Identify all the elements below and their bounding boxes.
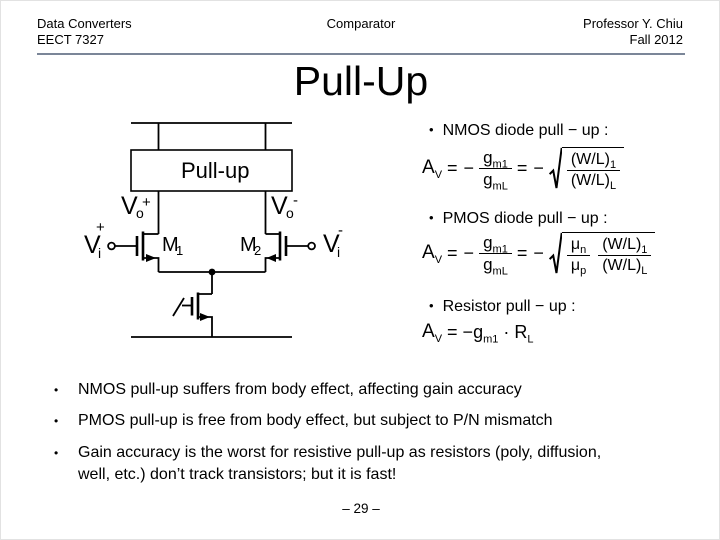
svg-text:-: - bbox=[338, 222, 343, 239]
bullet-icon: • bbox=[429, 122, 434, 137]
svg-text:1: 1 bbox=[176, 243, 183, 258]
svg-text:2: 2 bbox=[254, 243, 261, 258]
svg-text:+: + bbox=[142, 194, 151, 211]
equation-nmos: AV = − gm1 gmL = − (W/L)1 (W/L)L bbox=[422, 147, 625, 192]
svg-text:o: o bbox=[286, 205, 294, 221]
circuit-diagram: Pull-up V o + V o - V i + V i - M 1 M 2 bbox=[84, 122, 343, 338]
radical-icon bbox=[549, 232, 562, 275]
list-item: • Gain accuracy is the worst for resisti… bbox=[37, 442, 685, 486]
header-left: Data Converters EECT 7327 bbox=[37, 16, 132, 47]
circuit-labels: Pull-up V o + V o - V i + V i - M 1 M 2 bbox=[84, 158, 343, 261]
page-number: – 29 – bbox=[342, 501, 380, 516]
source-node-dot bbox=[208, 268, 216, 276]
svg-text:+: + bbox=[96, 219, 105, 236]
sqrt-expression: μn μp (W/L)1 (W/L)L bbox=[549, 232, 656, 277]
course-code: EECT 7327 bbox=[37, 31, 104, 47]
sqrt-expression: (W/L)1 (W/L)L bbox=[549, 147, 625, 192]
header-rule bbox=[37, 53, 685, 55]
bullet-icon: • bbox=[54, 446, 59, 460]
radical-icon bbox=[549, 147, 562, 190]
gm-ratio: gm1 gmL bbox=[479, 233, 512, 277]
resistor-heading: • Resistor pull − up : bbox=[429, 298, 576, 315]
equation-pmos: AV = − gm1 gmL = − μn μp (W/L)1 (W/L)L bbox=[422, 232, 656, 277]
professor-name: Professor Y. Chiu bbox=[583, 16, 683, 31]
tail-source-arrow bbox=[200, 313, 210, 321]
svg-text:i: i bbox=[337, 244, 340, 260]
m1-source-arrow bbox=[146, 254, 156, 262]
vi-minus-terminal bbox=[307, 241, 316, 251]
term: Fall 2012 bbox=[629, 31, 683, 47]
wl-ratio: (W/L)1 (W/L)L bbox=[598, 236, 652, 277]
page-title: Pull-Up bbox=[293, 58, 429, 104]
list-item: • PMOS pull-up is free from body effect,… bbox=[37, 410, 685, 432]
vo-minus-label: V bbox=[271, 192, 288, 220]
header-right: Professor Y. Chiu Fall 2012 bbox=[583, 16, 683, 47]
svg-text:o: o bbox=[136, 205, 144, 221]
header-topic: Comparator bbox=[326, 16, 396, 31]
bullet-icon: • bbox=[429, 298, 434, 313]
bullet-icon: • bbox=[54, 383, 59, 397]
nmos-heading: • NMOS diode pull − up : bbox=[429, 122, 609, 139]
mosfet-bars bbox=[135, 231, 288, 320]
mobility-ratio: μn μp bbox=[566, 236, 591, 277]
list-item: • NMOS pull-up suffers from body effect,… bbox=[37, 379, 685, 401]
equation-resistor: AV = −gm1 · RL bbox=[422, 321, 534, 346]
m2-source-arrow bbox=[266, 254, 276, 262]
vi-minus-label: V bbox=[323, 230, 340, 258]
bullet-icon: • bbox=[54, 414, 59, 428]
pullup-box-label: Pull-up bbox=[181, 158, 249, 183]
pmos-heading: • PMOS diode pull − up : bbox=[429, 210, 608, 227]
m2-label: M bbox=[240, 234, 257, 256]
gm-ratio: gm1 gmL bbox=[479, 148, 512, 192]
summary-bullet-list: • NMOS pull-up suffers from body effect,… bbox=[37, 379, 685, 486]
svg-text:i: i bbox=[98, 245, 101, 261]
svg-text:-: - bbox=[293, 192, 298, 209]
bias-wire bbox=[172, 297, 185, 317]
pullup-box bbox=[130, 149, 293, 192]
vi-plus-label: V bbox=[84, 231, 101, 259]
vo-plus-label: V bbox=[121, 192, 138, 220]
m1-label: M bbox=[162, 234, 179, 256]
arrows-and-terminals bbox=[107, 241, 316, 321]
circuit-wires bbox=[114, 122, 309, 338]
vi-plus-terminal bbox=[107, 241, 116, 251]
course-name: Data Converters bbox=[37, 16, 132, 31]
bullet-icon: • bbox=[429, 210, 434, 225]
wl-ratio: (W/L)1 (W/L)L bbox=[566, 151, 621, 192]
